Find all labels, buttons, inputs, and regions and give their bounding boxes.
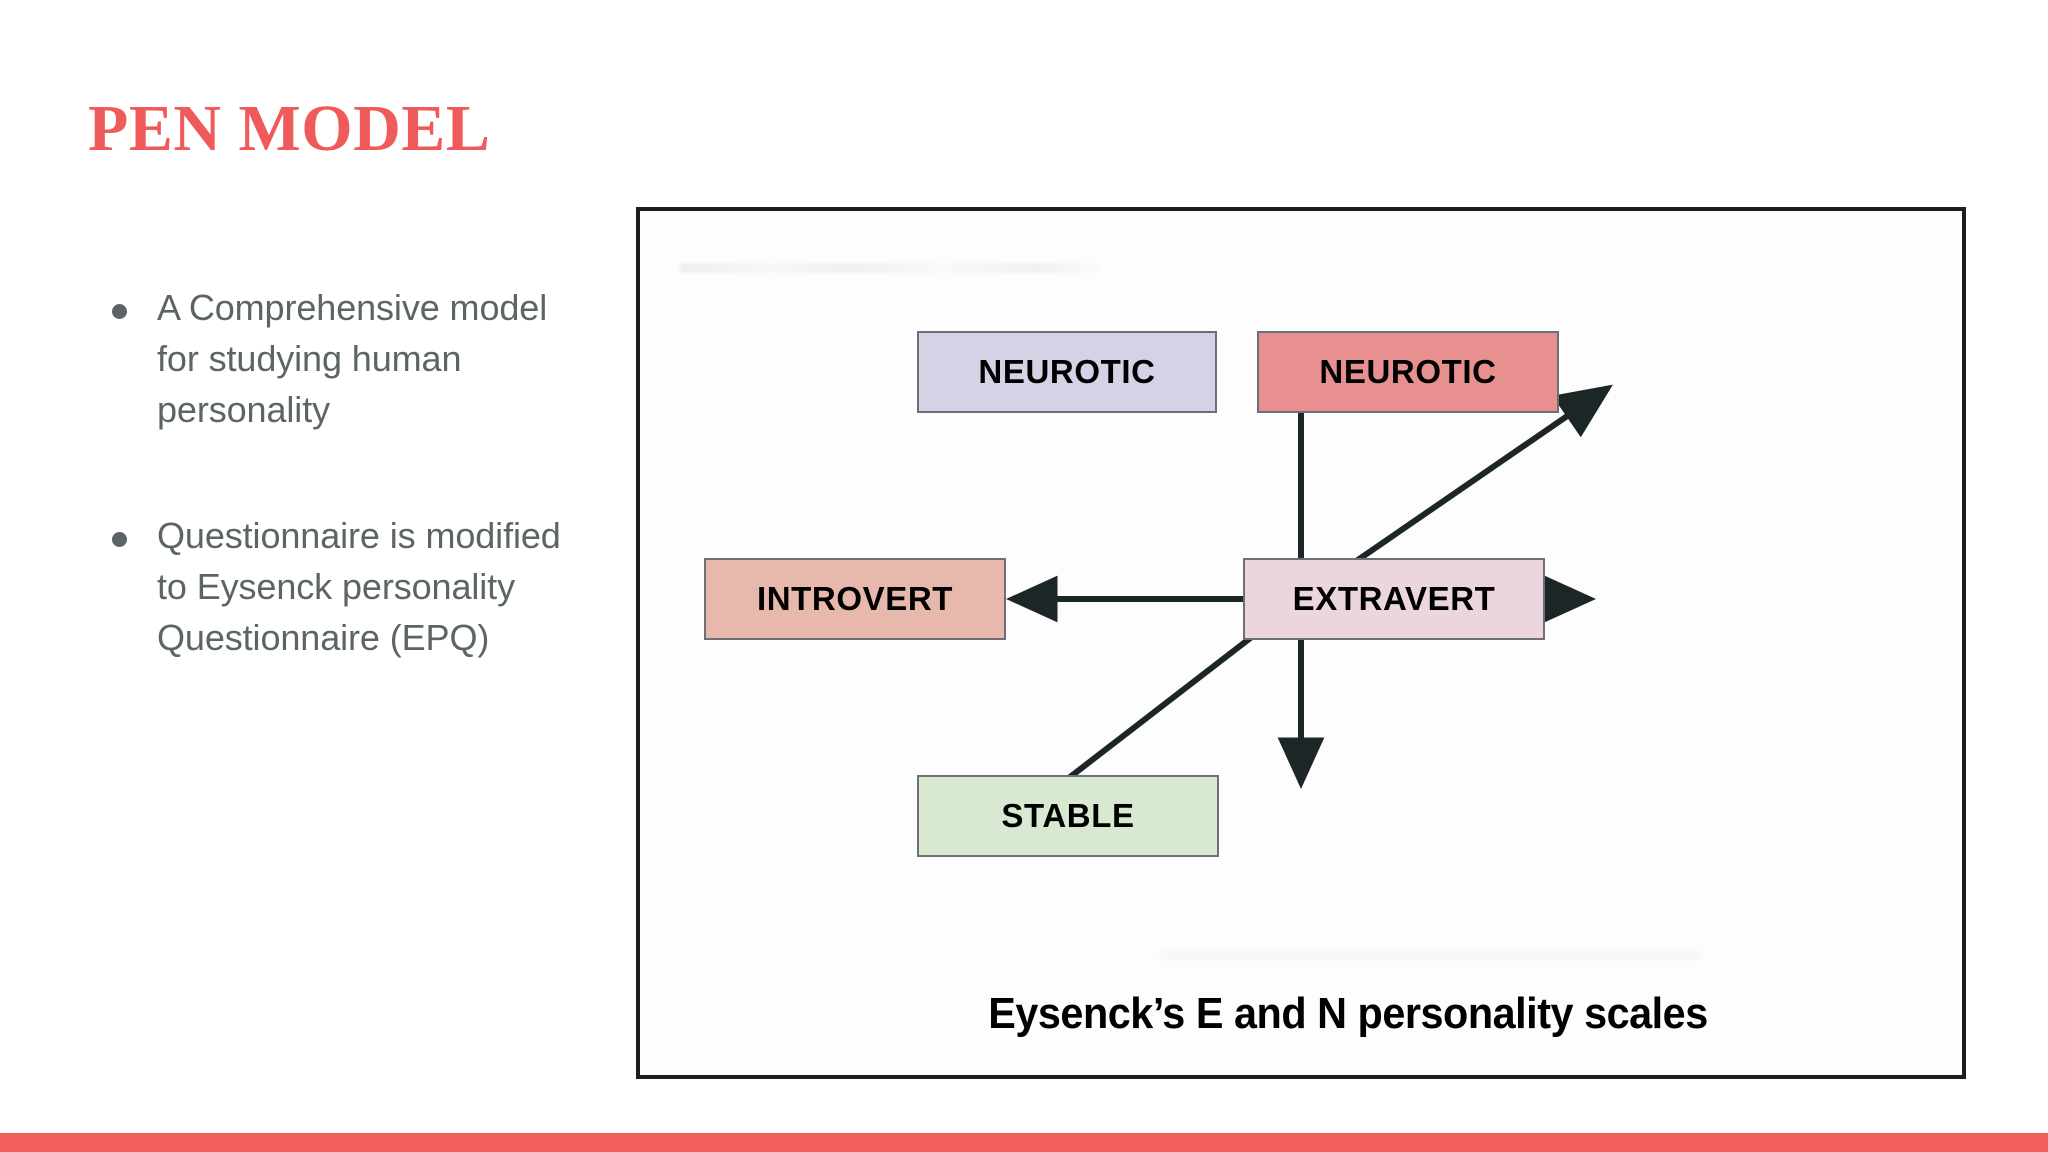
node-introvert: INTROVERT [704, 558, 1006, 640]
node-label: STABLE [1001, 797, 1135, 834]
bullet-text: Questionnaire is modified to Eysenck per… [157, 515, 561, 658]
bullet-dot-icon [112, 304, 127, 319]
scan-artifact [680, 263, 1100, 273]
node-extravert: EXTRAVERT [1243, 558, 1545, 640]
list-item: A Comprehensive model for studying human… [112, 283, 582, 435]
page-title: PEN MODEL [88, 92, 491, 165]
node-group: NEUROTIC NEUROTIC INTROVERT EXTRAVERT ST… [704, 331, 1559, 861]
diagram-caption: Eysenck’s E and N personality scales [988, 989, 1708, 1038]
node-label: EXTRAVERT [1292, 580, 1496, 617]
node-label: NEUROTIC [978, 353, 1156, 390]
node-neurotic-right: NEUROTIC [1257, 331, 1559, 413]
bottom-accent-bar [0, 1133, 2048, 1152]
diagram-canvas: NEUROTIC NEUROTIC INTROVERT EXTRAVERT ST… [640, 211, 1962, 1075]
node-neurotic-left: NEUROTIC [917, 331, 1217, 413]
diagram-frame: NEUROTIC NEUROTIC INTROVERT EXTRAVERT ST… [636, 207, 1966, 1079]
node-label: NEUROTIC [1319, 353, 1497, 390]
node-stable: STABLE [917, 775, 1219, 857]
list-item: Questionnaire is modified to Eysenck per… [112, 511, 582, 663]
bullet-text: A Comprehensive model for studying human… [157, 287, 548, 430]
scan-artifact [1160, 951, 1700, 959]
bullet-list: A Comprehensive model for studying human… [112, 283, 582, 664]
node-label: INTROVERT [756, 580, 954, 617]
bullet-dot-icon [112, 532, 127, 548]
